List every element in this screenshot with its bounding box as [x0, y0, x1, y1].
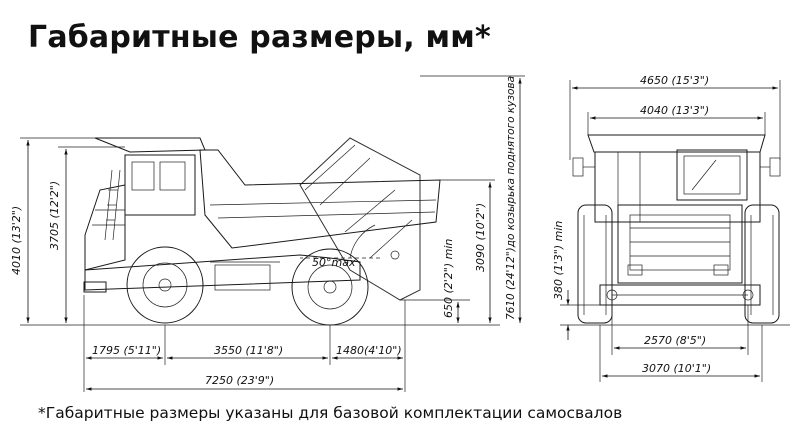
truck-front-view [560, 134, 790, 326]
side-view-dimensions [20, 75, 525, 392]
front-view-dimensions [560, 80, 781, 382]
dim-overall-height: 4010 (13'2") [10, 206, 23, 275]
dim-front-overhang: 1795 (5'11") [92, 344, 161, 357]
dim-tilt-angle: 50°max [312, 256, 356, 269]
dim-body-height: 3090 (10'2") [474, 203, 487, 272]
footnote: *Габаритные размеры указаны для базовой … [38, 404, 623, 422]
truck-side-view [20, 137, 500, 326]
dim-wheelbase: 3550 (11'8") [214, 344, 283, 357]
dim-rear-track: 3070 (10'1") [642, 362, 711, 375]
dimension-drawing: 4010 (13'2") 3705 (12'2") 1795 (5'11") 3… [10, 74, 790, 392]
dim-rear-overhang: 1480(4'10") [336, 344, 402, 357]
dim-min-clearance: 380 (1'3") min [552, 221, 565, 300]
dim-cab-height: 3705 (12'2") [48, 181, 61, 250]
dim-ground-clearance: 650 (2'2") min [442, 239, 455, 318]
dim-front-track: 2570 (8'5") [644, 334, 706, 347]
dim-body-width: 4040 (13'3") [640, 104, 709, 117]
dim-overall-length: 7250 (23'9") [205, 374, 274, 387]
dim-overall-width: 4650 (15'3") [640, 74, 709, 87]
dim-raised-height: 7610 (24'12")до козырька поднятого кузов… [505, 76, 517, 320]
page-title: Габаритные размеры, мм* [28, 20, 491, 55]
